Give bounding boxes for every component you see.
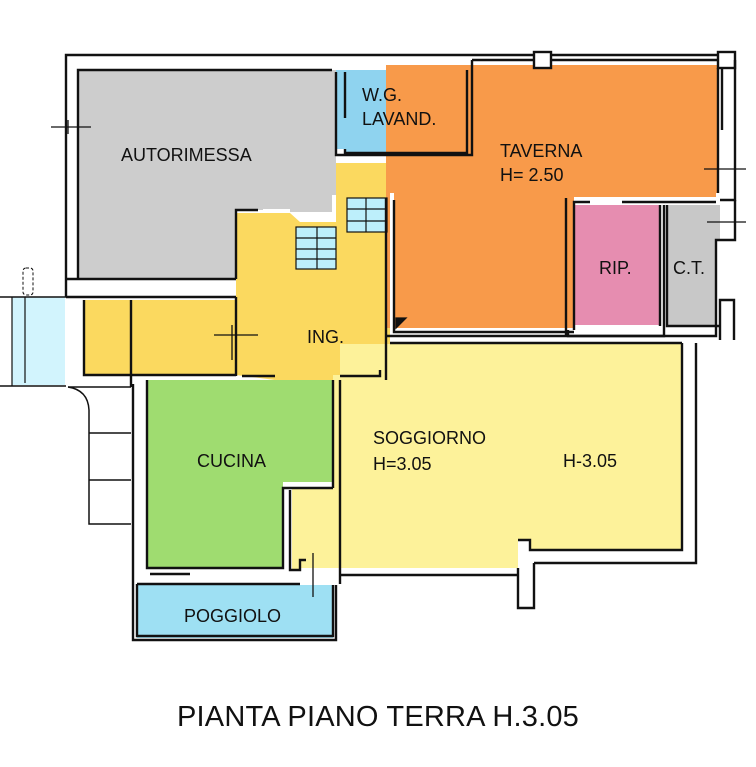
label-poggiolo: POGGIOLO [184, 606, 281, 626]
room-soggiorno [292, 344, 682, 570]
section-marks [51, 120, 746, 597]
room-rip [573, 205, 660, 325]
label-wg: W.G. [362, 85, 402, 105]
room-autorimessa [78, 70, 336, 279]
staircase [295, 197, 388, 270]
room-soggiorno-left [292, 490, 340, 568]
exterior-steps [67, 386, 131, 525]
label-lavand: LAVAND. [362, 109, 436, 129]
walls [64, 50, 737, 642]
label-autorimessa: AUTORIMESSA [121, 145, 252, 165]
label-cucina: CUCINA [197, 451, 266, 471]
room-taverna [386, 65, 718, 328]
label-height-right: H-3.05 [563, 451, 617, 471]
label-taverna: TAVERNA [500, 141, 582, 161]
plan-title: PIANTA PIANO TERRA H.3.05 [176, 701, 579, 733]
room-poggiolo [137, 585, 333, 638]
room-ct [667, 205, 720, 326]
exterior-ramp [0, 267, 66, 387]
label-rip: RIP. [599, 258, 632, 278]
label-soggiorno: SOGGIORNO [373, 428, 486, 448]
label-ingresso: ING. [307, 327, 344, 347]
room-taverna-main [394, 160, 716, 328]
room-labels: AUTORIMESSA W.G. LAVAND. TAVERNA H= 2.50… [121, 85, 705, 626]
label-soggiorno-height: H=3.05 [373, 454, 432, 474]
label-taverna-height: H= 2.50 [500, 165, 564, 185]
label-ct: C.T. [673, 258, 705, 278]
room-cucina [147, 380, 333, 568]
